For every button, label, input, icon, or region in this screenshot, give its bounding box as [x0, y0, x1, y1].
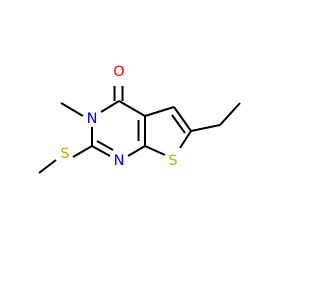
bond-s-methyl	[38, 159, 57, 174]
bond-c6-s	[179, 130, 192, 149]
bond-c4a-c5	[144, 106, 175, 117]
bond-c4-n3	[100, 100, 120, 113]
atom-labels: O N N S S	[60, 64, 177, 169]
bond-c6-ch2	[190, 124, 221, 132]
bond-c4-c4a	[118, 100, 146, 117]
sulfur-thioether-label: S	[60, 146, 69, 162]
bond-c5-c6-inner	[171, 114, 186, 134]
nitrogen-ring-label: N	[114, 153, 125, 169]
molecule-structure: O N N S S	[38, 64, 241, 174]
bonds	[38, 86, 241, 174]
bond-s-c7a	[144, 145, 166, 156]
bond-c2-n1-inner	[96, 140, 114, 151]
molecule-canvas: O N N S S	[38, 64, 241, 174]
bond-c2-s	[72, 145, 93, 158]
oxygen-label: O	[113, 64, 124, 80]
bond-ch2-ch3	[219, 102, 241, 126]
bond-c5-c6	[173, 106, 192, 132]
bond-n1-c7a	[127, 145, 146, 157]
bond-c2-n1	[91, 145, 111, 157]
nitrogen-methyl-label: N	[87, 111, 98, 127]
bond-n3-methyl	[60, 102, 84, 117]
sulfur-ring-label: S	[168, 153, 177, 169]
